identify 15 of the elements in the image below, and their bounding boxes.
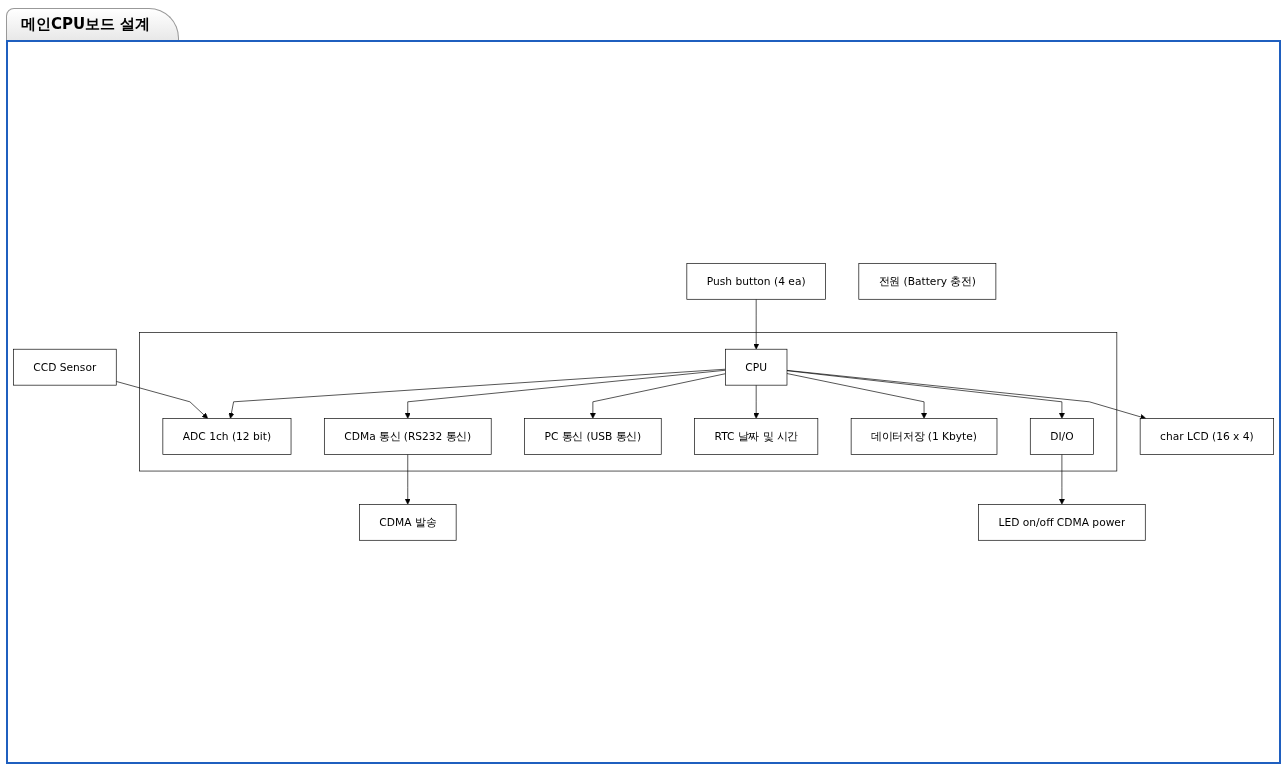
- node-box: CPU: [725, 349, 788, 386]
- node-box: 전원 (Battery 충전): [858, 263, 997, 300]
- node-box: CDMa 통신 (RS232 통신): [324, 418, 492, 455]
- node-box: CDMA 발송: [359, 504, 457, 541]
- node-box: DI/O: [1029, 418, 1094, 455]
- node-box: Push button (4 ea): [686, 263, 826, 300]
- node-box: CCD Sensor: [13, 349, 117, 386]
- cluster: [139, 332, 1118, 472]
- title-tab: 메인CPU보드 설계: [6, 8, 180, 40]
- node-box: LED on/off CDMA power: [978, 504, 1146, 541]
- node-box: 데이터저장 (1 Kbyte): [850, 418, 998, 455]
- node-box: char LCD (16 x 4): [1139, 418, 1274, 455]
- node-box: PC 통신 (USB 통신): [524, 418, 662, 455]
- node-box: ADC 1ch (12 bit): [162, 418, 292, 455]
- node-box: RTC 날짜 및 시간: [694, 418, 819, 455]
